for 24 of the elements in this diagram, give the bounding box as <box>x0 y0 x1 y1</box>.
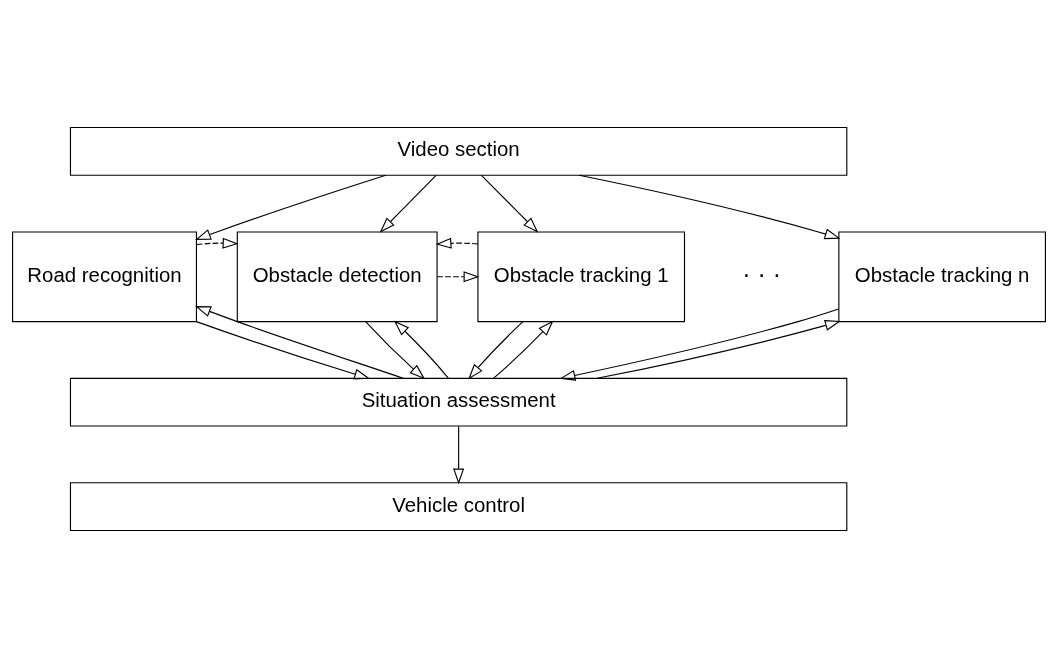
arrow <box>453 425 465 484</box>
arrow <box>195 174 387 240</box>
arrow <box>195 320 371 379</box>
arrow <box>365 320 426 379</box>
node-box: Vehicle control <box>69 481 848 531</box>
node-box: Road recognition <box>12 230 197 322</box>
node-box: Obstacle tracking 1 <box>477 230 686 322</box>
label: · · · <box>742 259 782 288</box>
arrow <box>468 320 524 379</box>
arrow <box>435 237 479 249</box>
node-box: Obstacle detection <box>236 230 438 322</box>
node-box: Video section <box>69 126 848 176</box>
node-box: Situation assessment <box>69 377 848 427</box>
node-box: Obstacle tracking n <box>838 230 1046 322</box>
arrow <box>596 319 841 379</box>
arrow <box>480 174 539 233</box>
arrow <box>493 319 554 379</box>
arrow <box>578 174 841 239</box>
arrow <box>196 237 239 249</box>
arrow <box>379 174 437 233</box>
arrow <box>393 320 449 379</box>
arrow <box>559 307 840 381</box>
arrow <box>436 270 480 282</box>
arrow <box>195 305 404 379</box>
